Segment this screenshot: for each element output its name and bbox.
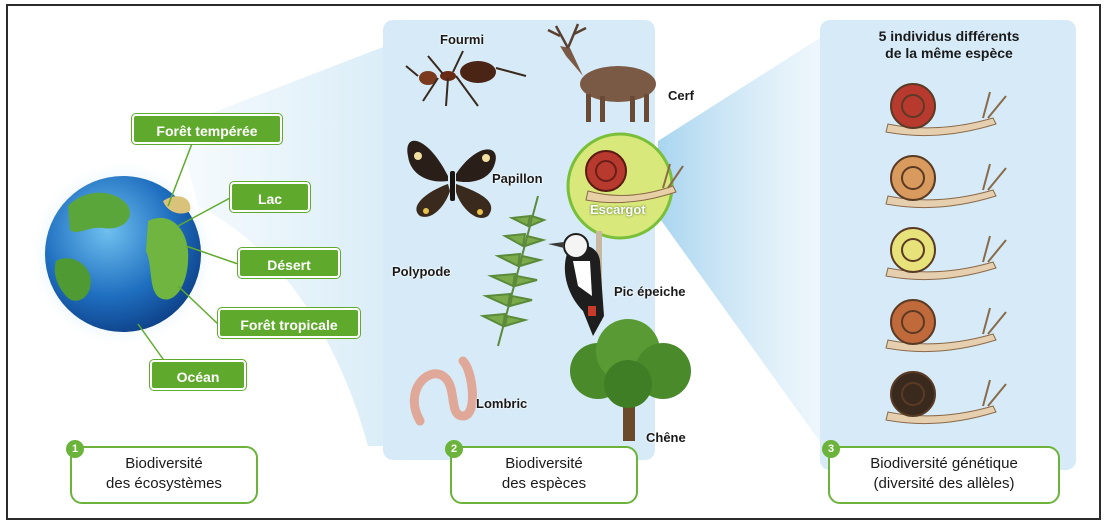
number-badge-1: 1: [66, 440, 84, 458]
title-species-line1: Biodiversité: [452, 454, 636, 474]
number-badge-2: 2: [445, 440, 463, 458]
species-label-ant: Fourmi: [440, 32, 484, 47]
species-label-fern: Polypode: [392, 264, 451, 279]
tag-ocean: Océan: [150, 360, 246, 390]
genetic-header: 5 individus différents de la même espèce: [822, 28, 1076, 62]
tag-temperate-forest: Forêt tempérée: [132, 114, 282, 144]
title-ecosystems-line2: des écosystèmes: [72, 474, 256, 494]
genetic-header-line2: de la même espèce: [822, 45, 1076, 62]
species-label-woodpecker: Pic épeiche: [614, 284, 686, 299]
title-ecosystems: Biodiversité des écosystèmes: [70, 446, 258, 504]
figure-illustration: [8, 6, 1101, 520]
title-genetic: Biodiversité génétique (diversité des al…: [828, 446, 1060, 504]
title-genetic-line2: (diversité des allèles): [830, 474, 1058, 494]
genetic-header-line1: 5 individus différents: [822, 28, 1076, 45]
figure-frame: Forêt tempérée Lac Désert Forêt tropical…: [6, 4, 1101, 520]
species-label-snail: Escargot: [590, 202, 646, 217]
species-label-deer: Cerf: [668, 88, 694, 103]
tag-tropical-forest: Forêt tropicale: [218, 308, 360, 338]
title-species-line2: des espèces: [452, 474, 636, 494]
number-badge-3: 3: [822, 440, 840, 458]
tag-desert: Désert: [238, 248, 340, 278]
species-label-oak: Chêne: [646, 430, 686, 445]
species-label-butterfly: Papillon: [492, 171, 543, 186]
title-species: Biodiversité des espèces: [450, 446, 638, 504]
species-label-worm: Lombric: [476, 396, 527, 411]
tag-lake: Lac: [230, 182, 310, 212]
genetic-panel: [820, 20, 1076, 470]
title-genetic-line1: Biodiversité génétique: [830, 454, 1058, 474]
title-ecosystems-line1: Biodiversité: [72, 454, 256, 474]
